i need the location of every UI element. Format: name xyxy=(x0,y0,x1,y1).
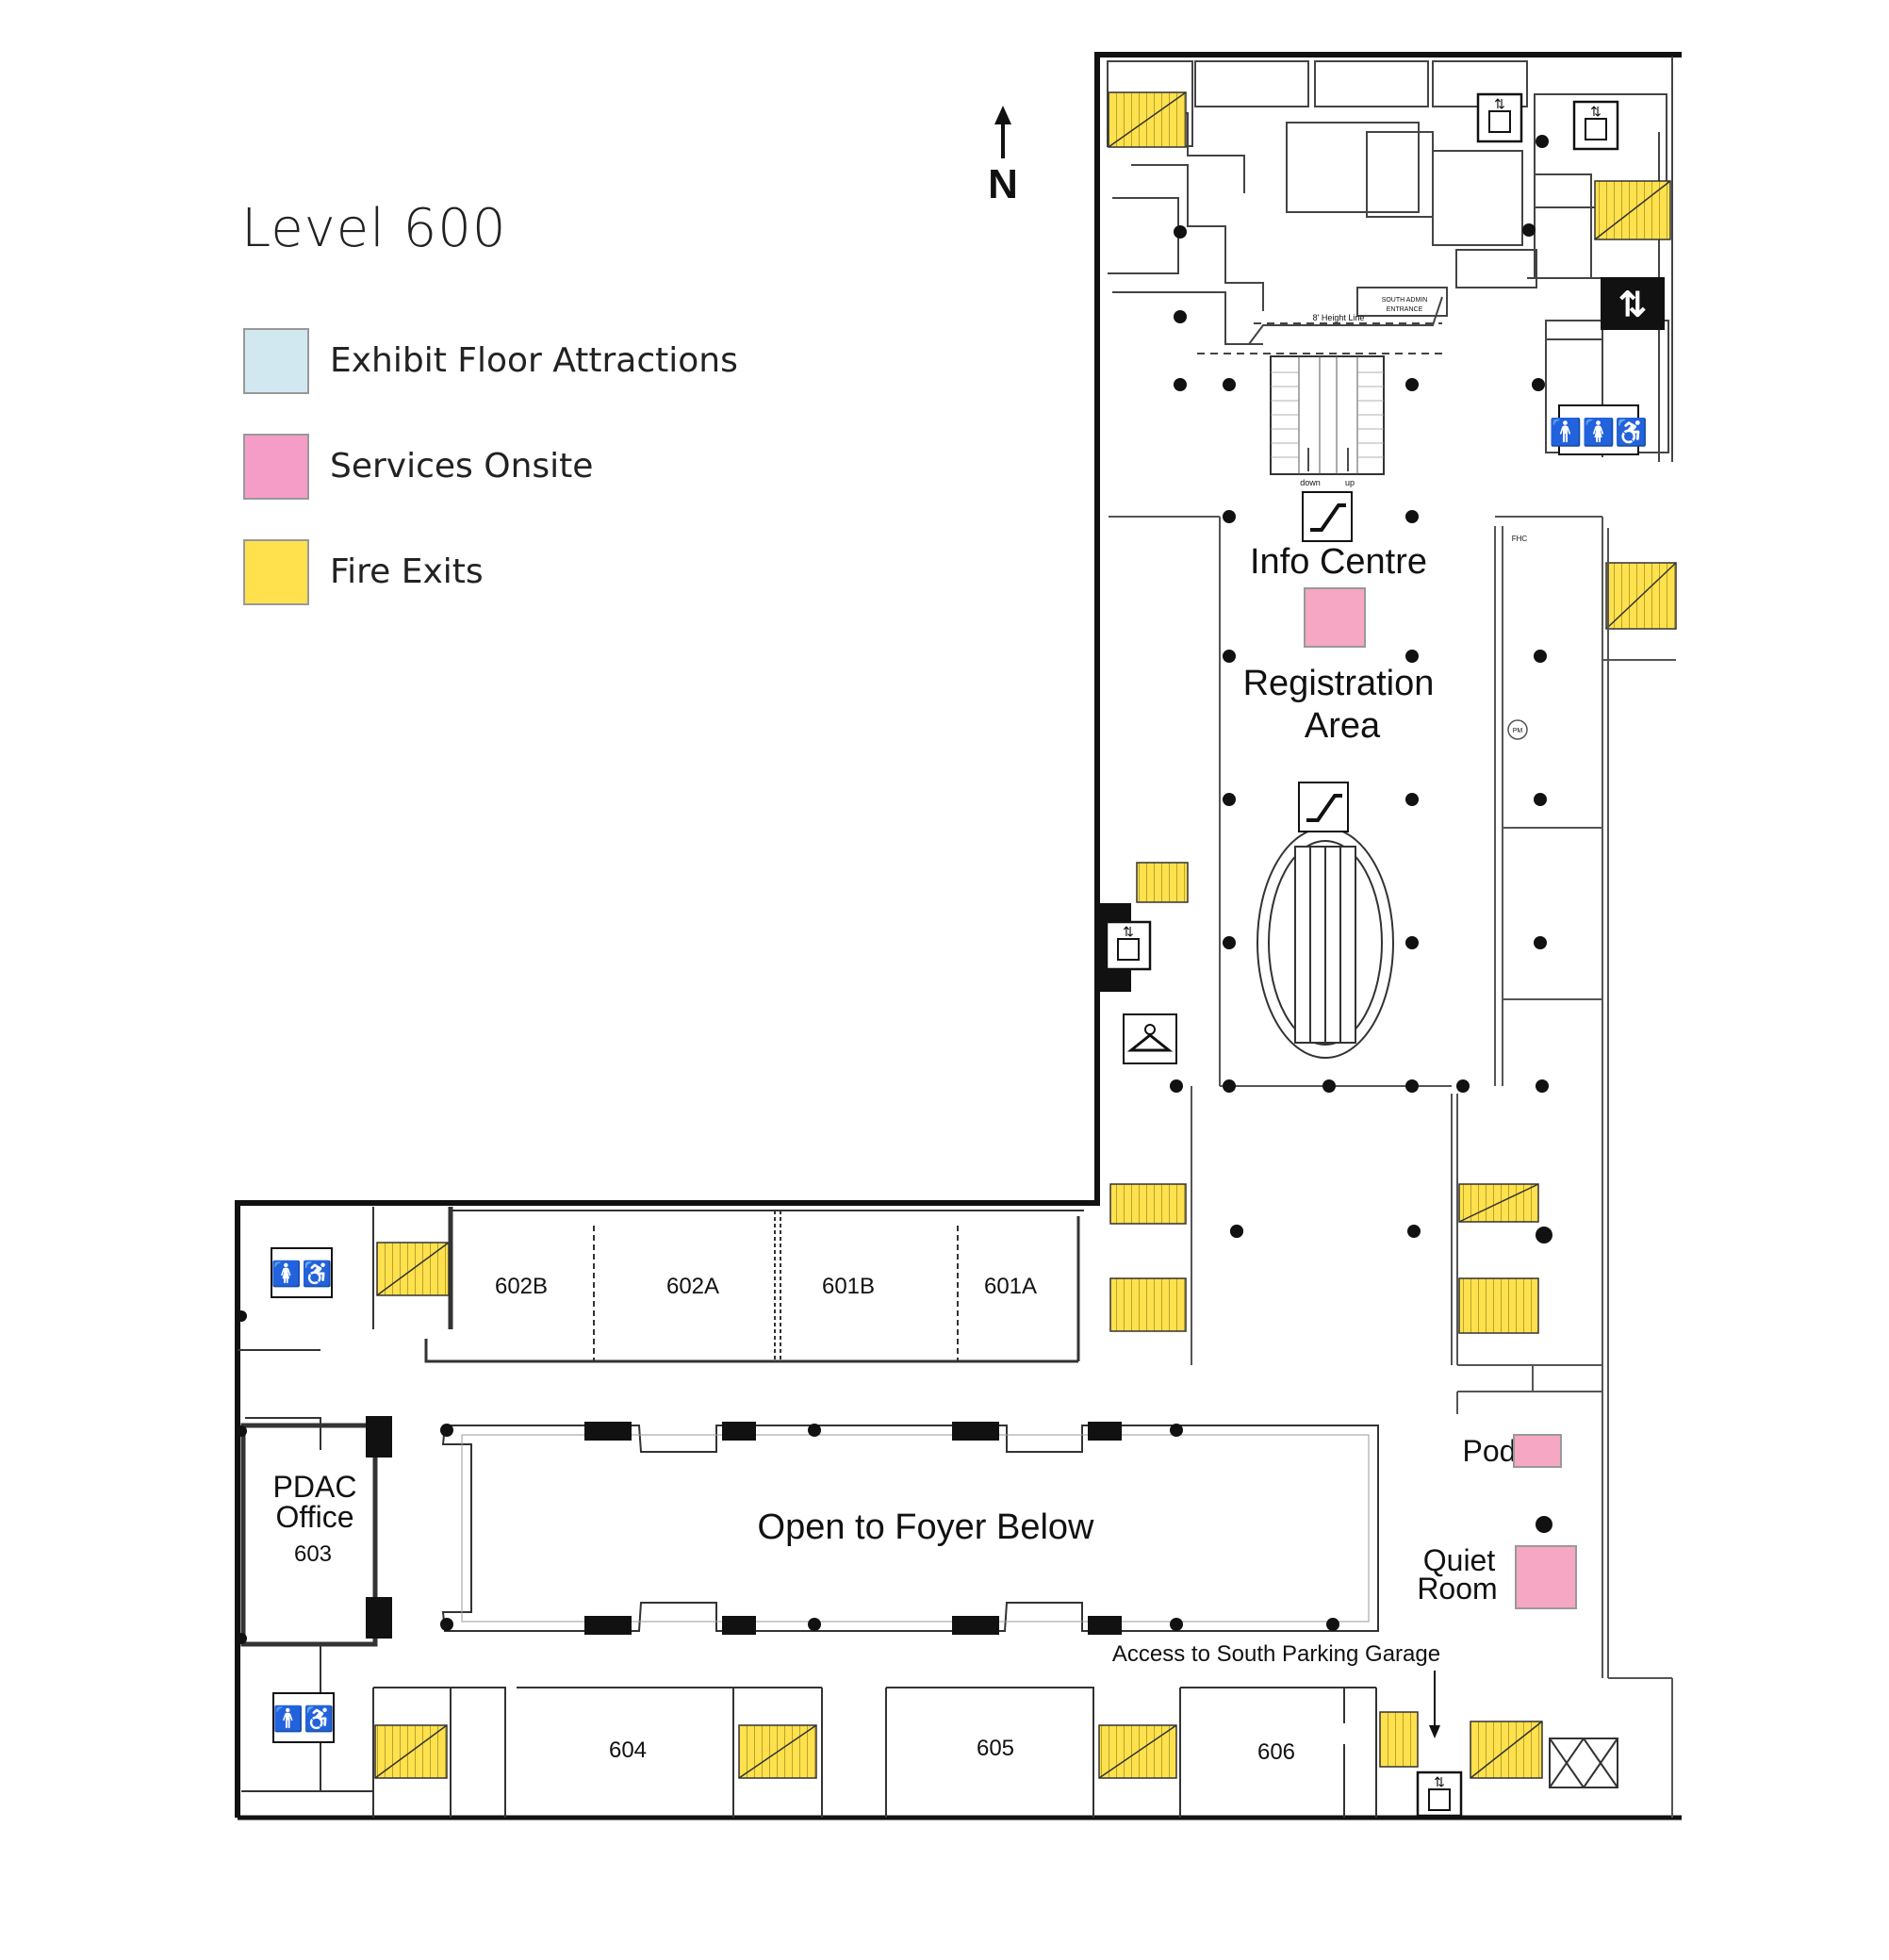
pdac-label-3: 603 xyxy=(294,1541,332,1567)
fire-exit-south-2 xyxy=(738,1724,817,1779)
fire-exit-west-mid xyxy=(1136,862,1189,903)
fire-exit-south-west-center xyxy=(1109,1183,1187,1332)
svg-text:🚹🚺♿: 🚹🚺♿ xyxy=(1550,417,1649,448)
fire-exit-north-east xyxy=(1594,180,1671,240)
svg-text:⇅: ⇅ xyxy=(1123,924,1134,939)
quiet-room-label-2: Room xyxy=(1417,1572,1497,1606)
legend-swatch-services xyxy=(243,434,309,500)
room-601a: 601A xyxy=(984,1274,1037,1299)
svg-text:🚹♿: 🚹♿ xyxy=(273,1705,335,1733)
elevator-icon: ⇅ xyxy=(1476,92,1523,143)
south-admin-label-2: ENTRANCE xyxy=(1387,306,1423,313)
room-606: 606 xyxy=(1257,1739,1295,1765)
elevator-black-icon: ⇅ xyxy=(1601,277,1665,330)
fire-exit-south-1 xyxy=(374,1724,448,1779)
registration-label-2: Area xyxy=(1305,706,1381,746)
pdac-label-2: Office xyxy=(276,1500,354,1534)
parking-arrow-head xyxy=(1429,1725,1440,1738)
compass-label: N xyxy=(988,161,1018,207)
fire-exit-north-west xyxy=(1108,91,1187,148)
svg-text:⇅: ⇅ xyxy=(1434,1774,1445,1789)
south-east-wing xyxy=(1191,1086,1673,1818)
pm-marker xyxy=(1507,719,1528,740)
pod-service xyxy=(1513,1434,1562,1468)
elevator-icon: ⇅ xyxy=(1416,1771,1463,1818)
columns-lower xyxy=(1230,1225,1243,1238)
elevator-icon: ⇅ xyxy=(1097,903,1152,992)
restroom-icon: 🚹♿ xyxy=(272,1692,335,1743)
info-centre-service xyxy=(1304,587,1366,648)
legend-swatch-exhibit xyxy=(243,328,309,394)
pod-label: Pod xyxy=(1463,1434,1517,1468)
svg-text:🚺♿: 🚺♿ xyxy=(271,1260,333,1288)
elevator-icon: ⇅ xyxy=(1572,100,1619,151)
west-wing-walls xyxy=(238,1207,1377,1818)
central-escalator xyxy=(1257,827,1394,1059)
registration-label-1: Registration xyxy=(1243,664,1435,703)
svg-text:⇅: ⇅ xyxy=(1590,104,1602,119)
escalator-icon xyxy=(1302,491,1353,542)
escalator-down-label: down xyxy=(1300,478,1321,487)
fire-exit-south-3 xyxy=(1098,1724,1177,1779)
room-601b: 601B xyxy=(822,1274,875,1299)
outer-walls xyxy=(235,52,1682,1820)
fire-exit-south-east-center xyxy=(1458,1183,1539,1334)
open-foyer-outline xyxy=(441,1425,1379,1632)
fire-exit-east-upper xyxy=(1605,562,1677,630)
svg-text:⇅: ⇅ xyxy=(1618,285,1647,323)
parking-label: Access to South Parking Garage xyxy=(1112,1641,1440,1667)
legend-label-fire: Fire Exits xyxy=(330,552,484,591)
south-admin-label-1: SOUTH ADMIN xyxy=(1382,297,1428,304)
fire-exit-south-5 xyxy=(1470,1721,1543,1779)
quiet-room-service xyxy=(1515,1545,1577,1609)
north-arrow-icon xyxy=(994,106,1011,158)
freight-elevator xyxy=(1549,1738,1618,1788)
registration-hall xyxy=(1109,516,1676,1094)
svg-text:⇅: ⇅ xyxy=(1494,96,1505,111)
restroom-icon: 🚹🚺♿ xyxy=(1550,404,1649,455)
open-foyer-label: Open to Foyer Below xyxy=(758,1507,1095,1547)
legend-label-services: Services Onsite xyxy=(330,447,594,486)
columns xyxy=(1170,135,1552,1533)
legend-label-exhibit: Exhibit Floor Attractions xyxy=(330,341,738,380)
restroom-icon: 🚺♿ xyxy=(271,1247,333,1298)
fire-exit-west-upper xyxy=(376,1242,450,1296)
room-602b: 602B xyxy=(495,1274,548,1299)
coat-check-icon xyxy=(1123,1013,1177,1064)
room-604: 604 xyxy=(609,1738,647,1763)
escalator-up-label: up xyxy=(1345,478,1355,487)
pm-label: PM xyxy=(1513,728,1523,734)
fhc-label: FHC xyxy=(1512,535,1528,543)
foyer-columns xyxy=(236,1310,1339,1644)
escalator-icon xyxy=(1298,782,1349,832)
room-602a: 602A xyxy=(666,1274,719,1299)
legend-swatch-fire xyxy=(243,539,309,605)
map-title: Level 600 xyxy=(241,198,507,259)
north-escalator: down up xyxy=(1270,355,1385,487)
room-605: 605 xyxy=(977,1736,1014,1761)
info-centre-label: Info Centre xyxy=(1250,542,1427,582)
quiet-room-label-1: Quiet xyxy=(1423,1543,1496,1577)
fire-exit-south-4 xyxy=(1379,1711,1419,1768)
height-line-label: 8' Height Line xyxy=(1313,313,1365,322)
pdac-label-1: PDAC xyxy=(273,1470,357,1504)
